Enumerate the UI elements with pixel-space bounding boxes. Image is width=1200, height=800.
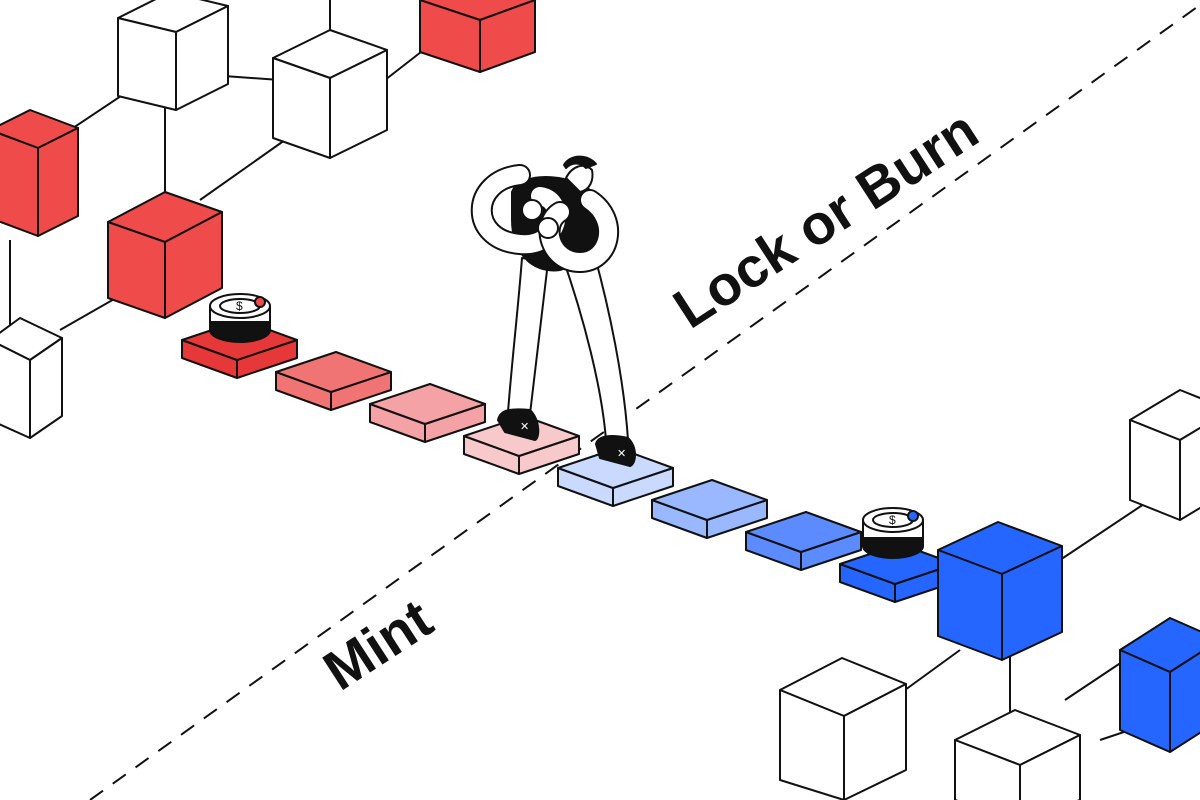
block-white-3 — [0, 317, 63, 439]
bridge-tiles — [181, 319, 956, 603]
right-blocks — [779, 389, 1200, 800]
block-red-2 — [0, 109, 79, 237]
token-icon: $ — [862, 507, 924, 559]
person-walking-icon: ✕ ✕ — [470, 155, 636, 467]
token-icon: $ — [209, 293, 271, 343]
left-blocks — [0, 0, 536, 439]
block-red-3 — [107, 191, 223, 319]
block-blue-1 — [937, 521, 1063, 661]
block-white-4 — [1129, 389, 1200, 521]
block-red-1 — [419, 0, 536, 73]
block-white-2 — [272, 29, 388, 159]
block-white-6 — [954, 709, 1081, 800]
bridge-tile — [557, 447, 674, 507]
bridge-tile — [651, 479, 768, 539]
svg-text:$: $ — [889, 513, 896, 527]
lock-or-burn-label: Lock or Burn — [662, 97, 989, 340]
svg-text:$: $ — [236, 299, 243, 313]
block-white-1 — [117, 0, 229, 111]
chain-divider-line — [89, 4, 1200, 800]
bridge-tile — [275, 351, 392, 411]
svg-text:✕: ✕ — [617, 447, 626, 460]
block-blue-2 — [1119, 617, 1200, 753]
svg-text:✕: ✕ — [520, 420, 529, 433]
bridge-tile — [369, 383, 486, 443]
bridge-tile — [745, 511, 862, 571]
block-white-5 — [779, 657, 907, 800]
mint-label: Mint — [312, 587, 443, 703]
